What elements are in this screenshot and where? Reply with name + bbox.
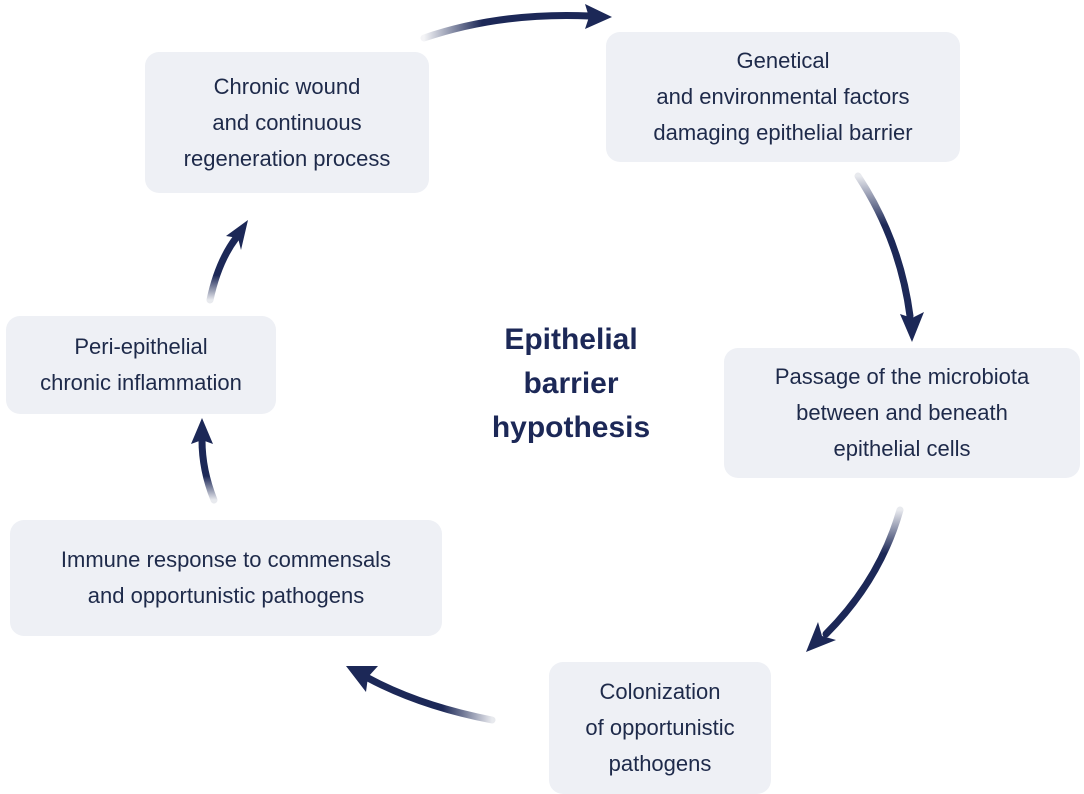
arrow-6-to-1 bbox=[206, 220, 248, 304]
step-label: Passage of the microbiota between and be… bbox=[774, 364, 1030, 461]
step-colonization: Colonization of opportunistic pathogens bbox=[549, 662, 771, 794]
step-peri-epithelial-inflammation: Peri-epithelial chronic inflammation bbox=[6, 316, 276, 414]
arrow-3-to-4 bbox=[806, 506, 904, 652]
step-label: Chronic wound and continuous regeneratio… bbox=[183, 73, 391, 171]
step-microbiota-passage: Passage of the microbiota between and be… bbox=[724, 348, 1080, 478]
arrow-2-to-3 bbox=[854, 172, 924, 342]
arrow-5-to-6 bbox=[191, 418, 218, 504]
arrow-4-to-5 bbox=[346, 666, 496, 724]
arrow-1-to-2 bbox=[420, 4, 612, 42]
step-label: Peri-epithelial chronic inflammation bbox=[40, 334, 242, 395]
step-label: Genetical and environmental factors dama… bbox=[653, 48, 913, 145]
step-label: Colonization of opportunistic pathogens bbox=[585, 679, 735, 776]
step-genetical-environmental-factors: Genetical and environmental factors dama… bbox=[606, 32, 960, 162]
step-immune-response: Immune response to commensals and opport… bbox=[10, 520, 442, 636]
step-chronic-wound: Chronic wound and continuous regeneratio… bbox=[145, 52, 429, 193]
diagram-title: Epithelial barrier hypothesis bbox=[491, 323, 651, 444]
step-label: Immune response to commensals and opport… bbox=[60, 547, 392, 608]
